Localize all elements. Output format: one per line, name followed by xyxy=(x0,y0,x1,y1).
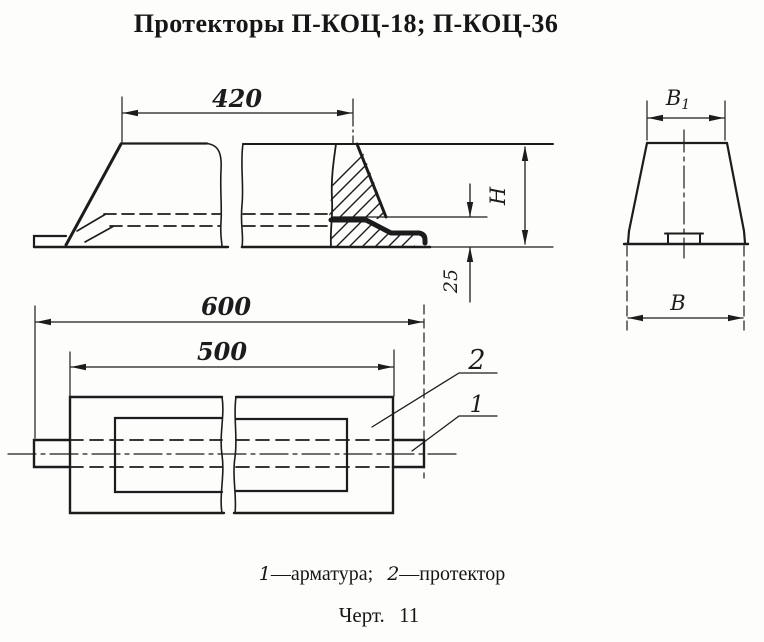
callout-armature: 1 xyxy=(411,392,498,452)
break-line-left-piece xyxy=(206,142,223,248)
armature-tab-left-outline xyxy=(32,234,68,249)
leader-line-1 xyxy=(411,415,498,452)
end-view: В1 В xyxy=(622,86,750,331)
side-view: 420 Н 25 xyxy=(32,84,555,303)
dimension-H: Н xyxy=(486,146,529,245)
arrowhead xyxy=(709,114,724,122)
hatch-line xyxy=(345,222,415,248)
right-slant-edge xyxy=(725,141,747,245)
dimension-420: 420 xyxy=(121,84,354,144)
hatch-line xyxy=(329,142,388,219)
legend-item-1-text: —арматура; xyxy=(270,563,374,585)
arrowhead xyxy=(337,109,352,117)
arrowhead xyxy=(648,114,663,122)
hatch-line xyxy=(329,142,388,219)
outer-outline-right-piece xyxy=(232,395,395,515)
figure-number: Черт. 11 xyxy=(338,603,420,627)
arrowhead xyxy=(123,109,138,117)
section-right-slant xyxy=(355,142,388,219)
section-hatching-upper xyxy=(329,142,388,219)
dim-B-label: В xyxy=(669,291,685,315)
break-line-right-piece xyxy=(240,143,244,248)
dimension-600: 600 xyxy=(34,292,425,479)
hatch-line xyxy=(329,142,388,219)
dim-25-label: 25 xyxy=(440,269,462,294)
hatch-line xyxy=(330,222,415,248)
legend-caption: 1—арматура; 2—протектор xyxy=(0,563,764,586)
arrowhead xyxy=(521,146,529,161)
arrowhead xyxy=(378,363,393,371)
legend-item-2-text: —протектор xyxy=(399,563,506,585)
arrowhead xyxy=(466,202,474,217)
left-slant-edge xyxy=(64,142,123,247)
hatch-line xyxy=(329,142,388,219)
callout-protector: 2 xyxy=(371,345,498,428)
plan-view: 600 500 2 1 xyxy=(7,292,498,515)
arrowhead xyxy=(71,363,86,371)
dim-600-label: 600 xyxy=(201,292,251,321)
hatch-line xyxy=(358,222,415,248)
dimension-B1: В1 xyxy=(646,86,726,141)
dim-H-label: Н xyxy=(486,186,510,206)
break-line-right-piece xyxy=(233,396,237,514)
left-slant-edge xyxy=(626,141,649,245)
armature-bend-line-lower xyxy=(84,225,114,243)
hatch-line xyxy=(332,222,415,248)
callout-1-label: 1 xyxy=(470,392,485,418)
arrowhead xyxy=(408,318,423,326)
arrowhead xyxy=(728,314,743,322)
legend-item-1-number: 1 xyxy=(258,563,271,585)
drawing-title: Протекторы П-КОЦ-18; П-КОЦ-36 xyxy=(133,9,559,38)
armature-bend-line-upper xyxy=(76,213,106,232)
dimension-500: 500 xyxy=(69,337,395,397)
dim-B1-label: В1 xyxy=(665,86,690,113)
arrowhead xyxy=(628,314,643,322)
break-line-left-piece xyxy=(220,396,224,514)
inner-outline-left-piece xyxy=(113,416,224,494)
arrowhead xyxy=(466,247,474,262)
arrowhead xyxy=(36,318,51,326)
dimension-B: В xyxy=(626,245,745,331)
dim-500-label: 500 xyxy=(197,337,247,366)
dimension-25: 25 xyxy=(440,183,474,303)
dim-420-label: 420 xyxy=(212,84,262,113)
outer-outline-left-piece xyxy=(68,395,226,515)
legend-item-2-number: 2 xyxy=(387,563,400,585)
section-left-edge xyxy=(329,143,337,247)
armature-plate-section xyxy=(328,217,428,246)
hatch-line xyxy=(329,142,384,219)
inner-outline-right-piece xyxy=(234,417,349,493)
arrowhead xyxy=(521,230,529,245)
callout-2-label: 2 xyxy=(467,345,485,376)
leader-line-2 xyxy=(371,372,498,428)
